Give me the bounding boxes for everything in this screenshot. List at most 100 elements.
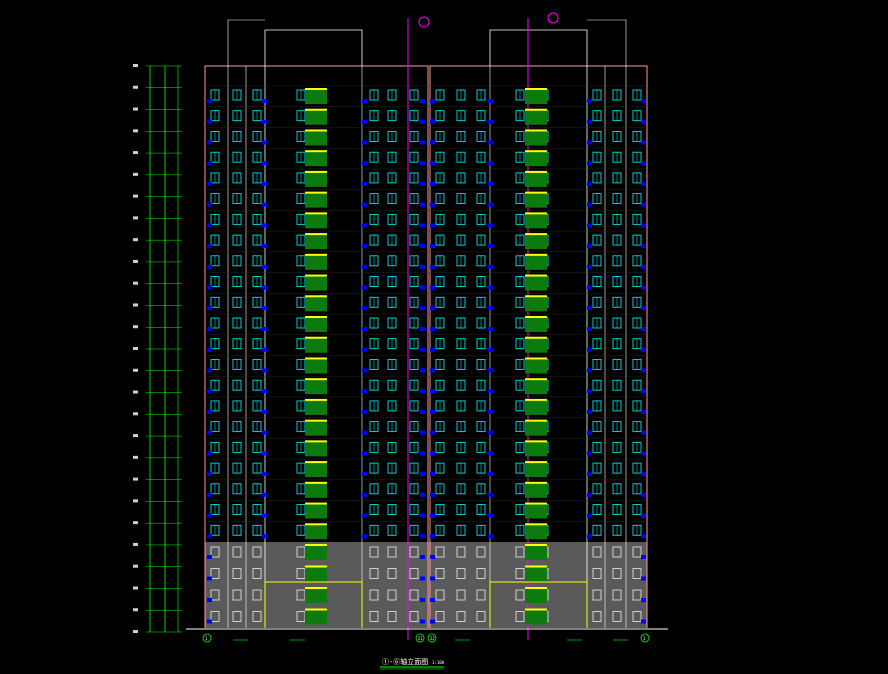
balcony-rail [305,253,327,256]
balcony-glass [305,171,327,187]
ac-unit [430,534,435,539]
base-window [232,589,242,601]
base-balcony-rail [305,544,327,546]
level-marker [133,107,138,111]
balcony-glass [305,420,327,436]
balcony-glass [305,337,327,353]
ac-unit [430,389,435,394]
base-window [210,611,220,622]
ac-unit [430,513,435,518]
ac-unit [207,244,212,249]
base-window [476,546,486,558]
ac-unit [587,99,592,103]
ac-unit [641,244,646,249]
ac-unit [488,389,493,394]
balcony-glass [525,130,547,146]
ac-unit [430,161,435,166]
base-window [232,611,242,622]
ac-unit [587,492,592,497]
ac-unit [420,389,425,394]
base-window [632,568,642,579]
level-marker [133,347,138,350]
ac-unit [420,451,425,456]
ac-unit [488,99,493,103]
base-window [456,546,466,558]
balcony-rail [525,419,547,422]
ac-unit [362,472,367,477]
base-window [387,546,397,558]
base-window [435,611,445,622]
ac-unit [488,534,493,539]
ac-unit [488,492,493,497]
balcony-rail [305,523,327,526]
ac-unit [641,347,646,352]
base-ac-unit [207,598,212,602]
ac-unit [587,430,592,435]
entrance-left [264,581,363,628]
base-window [252,546,262,558]
ac-unit [488,306,493,311]
balcony-rail [525,88,547,90]
roof-marker-left [418,16,430,28]
ac-unit [430,119,435,124]
ac-unit [641,119,646,124]
ac-unit [430,181,435,186]
base-window [252,589,262,601]
base-ac-unit [641,555,646,559]
balcony-glass [305,524,327,540]
ac-unit [362,244,367,249]
balcony-glass [525,379,547,395]
ac-unit [420,223,425,228]
balcony-rail [525,170,547,173]
ac-unit [430,223,435,228]
level-marker [133,586,138,590]
ac-unit [430,264,435,269]
base-window [515,546,525,558]
base-balcony-rail [525,565,547,568]
balcony-glass [305,213,327,229]
ac-unit [207,223,212,228]
balcony-rail [525,233,547,236]
ac-unit [362,534,367,539]
ac-unit [362,285,367,290]
ac-unit [207,306,212,311]
level-marker [133,281,138,285]
base-ac-unit [207,555,212,559]
ac-unit [641,99,646,103]
base-window [232,546,242,558]
podium-base [205,542,647,628]
balcony-rail [305,316,327,318]
ac-unit [587,327,592,331]
ac-unit [430,202,435,207]
ac-unit [207,347,212,352]
balcony-glass [305,358,327,374]
ac-unit [420,327,425,331]
balcony-glass [525,462,547,478]
ac-unit [362,306,367,311]
ac-unit [641,181,646,186]
ac-unit [430,451,435,456]
ac-unit [587,409,592,414]
ac-unit [207,202,212,207]
balcony-rail [525,108,547,111]
base-ac-unit [641,598,646,602]
ac-unit [420,306,425,311]
ac-unit [420,140,425,145]
ac-unit [420,430,425,435]
ac-unit [430,368,435,373]
base-ac-unit [420,555,425,559]
ac-unit [207,119,212,124]
ac-unit [262,472,267,477]
base-window [252,611,262,622]
ac-unit [420,181,425,186]
balcony-rail [525,523,547,526]
ac-unit [641,472,646,477]
ac-unit [488,451,493,456]
ac-unit [362,223,367,228]
ac-unit [587,244,592,249]
balcony-glass [305,441,327,457]
ac-unit [587,202,592,207]
ac-unit [430,306,435,311]
base-ac-unit [430,598,435,602]
ac-unit [362,140,367,145]
